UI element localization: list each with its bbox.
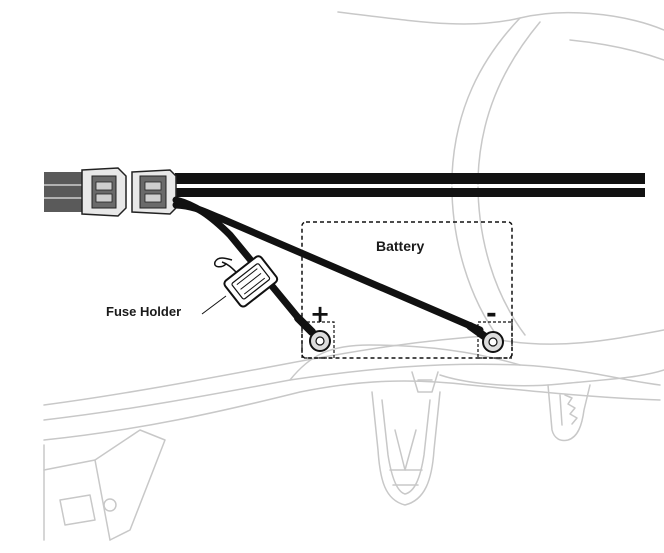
battery-label: Battery <box>376 238 424 254</box>
positive-terminal-box <box>301 321 335 359</box>
negative-ring-terminal <box>466 322 504 353</box>
fuse-holder-leader-line <box>201 295 227 315</box>
positive-sign: + <box>310 300 330 328</box>
fuse-holder-label: Fuse Holder <box>106 304 181 319</box>
battery-outline <box>301 221 513 359</box>
fuse-holder <box>223 255 279 308</box>
negative-sign: - <box>486 299 497 329</box>
wire-harness-main <box>175 173 645 197</box>
positive-ring-terminal <box>294 314 331 352</box>
vehicle-body-outline <box>43 11 664 541</box>
negative-terminal-box <box>477 321 513 359</box>
connector-right <box>131 169 177 215</box>
connector-left <box>44 167 127 217</box>
positive-lead-wire <box>172 196 304 324</box>
fuse-cap-tether <box>213 257 237 273</box>
